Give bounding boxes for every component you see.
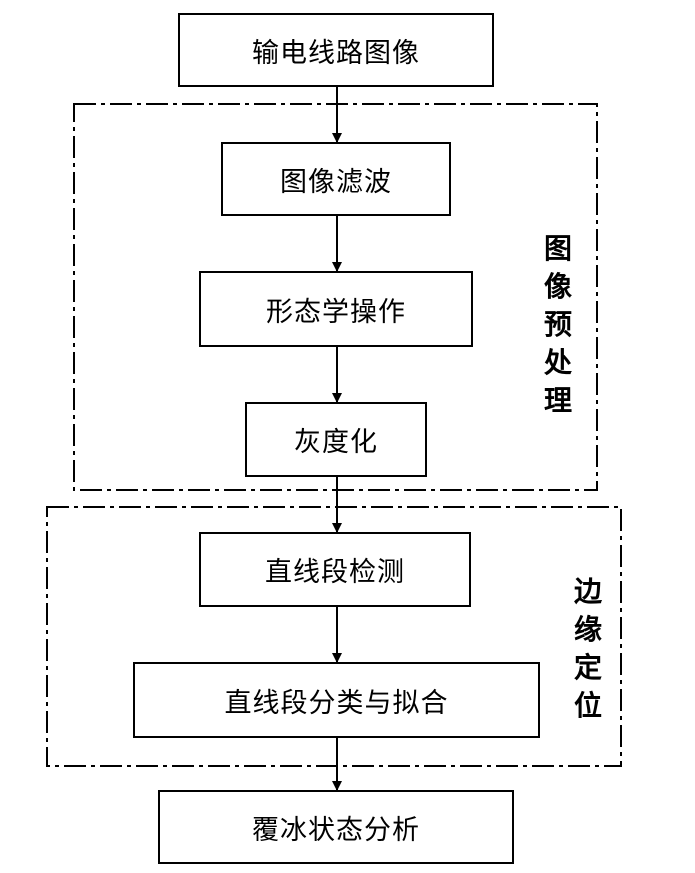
group-label-char: 边 [573, 575, 602, 608]
group-label-edge-locate: 边 缘 定 位 [571, 573, 605, 725]
group-label-char: 图 [543, 232, 572, 265]
group-label-char: 像 [543, 270, 572, 303]
node-gray: 灰度化 [245, 402, 427, 477]
group-frame-preprocess [73, 103, 598, 491]
group-frame-edge-locate [46, 506, 622, 767]
group-label-char: 位 [573, 689, 602, 722]
node-analysis: 覆冰状态分析 [158, 790, 514, 864]
group-label-char: 理 [543, 384, 572, 417]
group-label-char: 处 [543, 346, 572, 379]
node-morph: 形态学操作 [199, 271, 473, 347]
group-label-char: 预 [543, 308, 572, 341]
node-line-detect: 直线段检测 [199, 532, 471, 607]
group-label-preprocess: 图 像 预 处 理 [541, 230, 575, 420]
node-input: 输电线路图像 [178, 13, 494, 87]
node-filter: 图像滤波 [221, 142, 451, 216]
group-label-char: 定 [573, 651, 602, 684]
group-label-char: 缘 [573, 613, 602, 646]
node-classify-fit: 直线段分类与拟合 [133, 662, 540, 738]
